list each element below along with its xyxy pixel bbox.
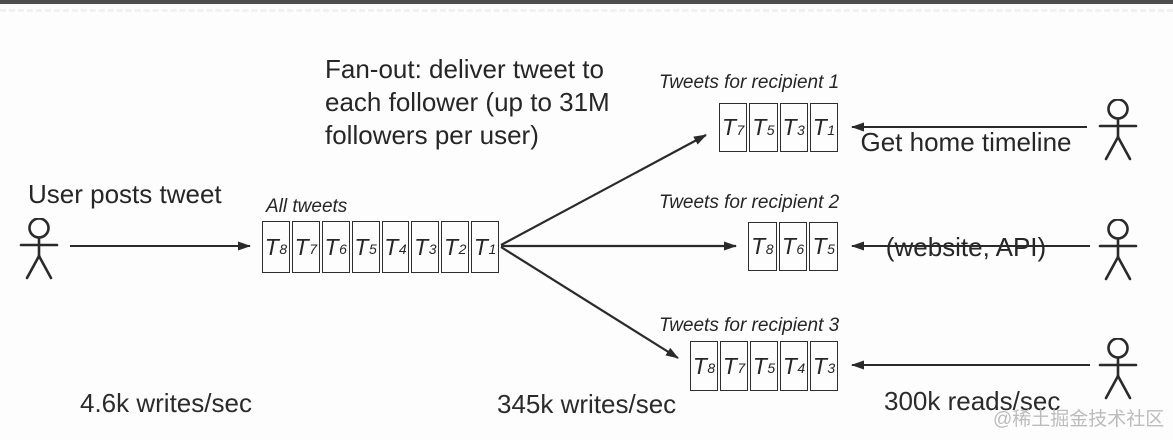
- fanout-caption-line: Fan-out: deliver tweet to: [325, 54, 604, 84]
- user-posts-caption: User posts tweet: [28, 179, 222, 209]
- fanout-rate-label: 345k writes/sec: [497, 389, 677, 419]
- recipient-3-label: Tweets for recipient 3: [659, 315, 840, 336]
- stick-figure-user: [19, 218, 59, 280]
- fanout-caption-line: each follower (up to 31M: [325, 87, 610, 117]
- get-home-timeline-line: (website, API): [885, 232, 1047, 262]
- fanout-caption-line: followers per user): [325, 120, 539, 150]
- top-border-line: [0, 0, 1173, 4]
- stick-figure-reader-3: [1098, 338, 1138, 400]
- read-rate-label: 300k reads/sec: [884, 386, 1061, 416]
- recipient-2-label: Tweets for recipient 2: [659, 192, 840, 213]
- stick-figure-reader-2: [1098, 219, 1138, 281]
- all-tweets-label: All tweets: [266, 196, 348, 217]
- top-dashed-line: [0, 9, 1173, 12]
- get-home-timeline-caption: Get home timeline (website, API): [846, 55, 1086, 335]
- write-rate-label: 4.6k writes/sec: [80, 388, 252, 418]
- fanout-arrow-3: [500, 246, 679, 359]
- recipient-1-label: Tweets for recipient 1: [659, 72, 840, 93]
- stick-figure-reader-1: [1098, 99, 1138, 161]
- watermark: @稀土掘金技术社区: [993, 409, 1165, 430]
- get-home-timeline-line: Get home timeline: [860, 127, 1072, 157]
- fanout-caption: Fan-out: deliver tweet to each follower …: [325, 53, 610, 152]
